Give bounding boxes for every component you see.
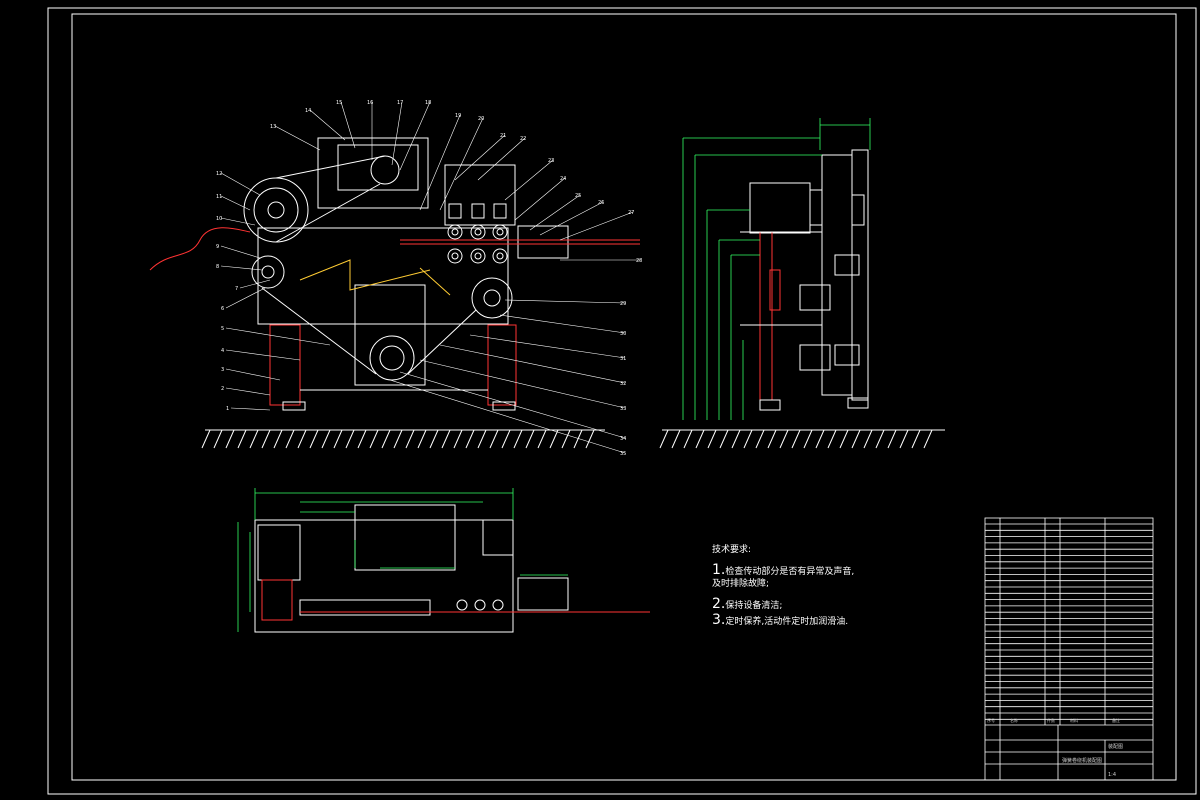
part-number-label: 1	[226, 406, 229, 412]
part-number-label: 34	[620, 436, 626, 442]
part-number-label: 5	[221, 326, 224, 332]
leader-line	[439, 344, 626, 384]
part-number-label: 35	[620, 451, 626, 457]
leader-line	[559, 211, 634, 241]
bom-header-cell: 件数	[1047, 717, 1055, 723]
title-mark: 装配图	[1108, 743, 1123, 750]
item-1-number: 1.	[712, 562, 726, 578]
item-3-number: 3.	[712, 612, 726, 628]
part-number-label: 8	[216, 264, 219, 270]
tech-req-item-3: 3.定时保养,活动件定时加润滑油.	[712, 612, 848, 628]
part-number-label: 25	[575, 193, 581, 199]
part-number-label: 33	[620, 406, 626, 412]
leader-line	[439, 117, 484, 211]
leader-line	[469, 334, 626, 359]
leader-line	[504, 299, 626, 304]
item-1-text: 检查传动部分是否有异常及声音,	[725, 567, 855, 577]
front-view	[149, 137, 640, 449]
item-2-text: 保持设备清洁;	[725, 601, 783, 611]
leader-line	[230, 407, 271, 411]
part-number-label: 32	[620, 381, 626, 387]
leader-line	[514, 177, 566, 221]
top-view	[254, 504, 650, 633]
part-number-label: 28	[636, 258, 642, 264]
part-number-label: 21	[500, 133, 506, 139]
leader-line	[220, 217, 256, 226]
part-number-label: 2	[221, 386, 224, 392]
part-number-label: 16	[367, 100, 373, 106]
part-number-label: 15	[336, 100, 342, 106]
tech-req-item-1-cont: 及时排除故障;	[712, 579, 770, 589]
bom-header-cell: 材料	[1070, 717, 1078, 723]
part-number-label: 29	[620, 301, 626, 307]
bom-header-cell: 名称	[1010, 717, 1018, 723]
leader-line	[274, 125, 321, 151]
tech-req-item-2: 2.保持设备清洁;	[712, 596, 782, 612]
part-number-label: 26	[598, 200, 604, 206]
side-dimensions	[682, 118, 871, 420]
leader-line	[220, 245, 261, 259]
part-number-label: 7	[235, 286, 238, 292]
leader-line	[220, 172, 261, 196]
part-number-label: 4	[221, 348, 224, 354]
part-number-label: 23	[548, 158, 554, 164]
part-number-label: 18	[425, 100, 431, 106]
bom-header-cell: 序号	[987, 717, 995, 723]
leader-line	[340, 101, 356, 149]
part-number-label: 6	[221, 306, 224, 312]
part-number-label: 22	[520, 136, 526, 142]
leader-line	[225, 368, 281, 381]
leader-line	[225, 349, 301, 361]
leader-line	[220, 195, 251, 211]
bom-header-cell: 备注	[1112, 717, 1120, 723]
part-number-label: 27	[628, 210, 634, 216]
leader-line	[419, 359, 626, 409]
top-dimensions	[237, 488, 568, 632]
part-number-label: 30	[620, 331, 626, 337]
leader-line	[499, 314, 626, 334]
leader-line	[419, 114, 461, 211]
leader-line	[504, 159, 554, 201]
outer-frame	[47, 7, 1197, 795]
part-number-label: 31	[620, 356, 626, 362]
leader-line	[529, 194, 581, 231]
part-number-label: 17	[397, 100, 403, 106]
side-view	[659, 149, 945, 449]
part-number-label: 3	[221, 367, 224, 373]
tech-req-heading: 技术要求:	[712, 545, 752, 555]
leader-line	[239, 279, 271, 289]
item-2-number: 2.	[712, 596, 726, 612]
leader-line	[309, 109, 346, 141]
leader-line	[399, 371, 626, 439]
part-number-label: 12	[216, 171, 222, 177]
part-number-label: 24	[560, 176, 566, 182]
part-number-label: 19	[455, 113, 461, 119]
part-number-label: 20	[478, 116, 484, 122]
item-3-text: 定时保养,活动件定时加润滑油.	[725, 617, 849, 627]
leader-line	[225, 327, 331, 346]
leader-line	[220, 265, 263, 271]
drawing-name: 弹簧卷绕机装配图	[1062, 757, 1102, 764]
leader-line	[389, 379, 626, 454]
leader-line	[539, 201, 604, 236]
tech-req-item-1: 1.检查传动部分是否有异常及声音,	[712, 562, 854, 578]
leader-line	[477, 137, 526, 181]
leader-line	[454, 134, 506, 181]
leader-line	[225, 287, 266, 309]
part-number-label: 11	[216, 194, 222, 200]
leader-line	[399, 101, 431, 171]
scale: 1:4	[1108, 772, 1116, 778]
inner-frame	[71, 13, 1177, 781]
part-number-label: 13	[270, 124, 276, 130]
part-number-label: 14	[305, 108, 311, 114]
leader-line	[391, 101, 403, 166]
part-number-label: 10	[216, 216, 222, 222]
leader-line	[225, 387, 271, 396]
part-number-label: 9	[216, 244, 219, 250]
bom-table	[984, 517, 1154, 781]
